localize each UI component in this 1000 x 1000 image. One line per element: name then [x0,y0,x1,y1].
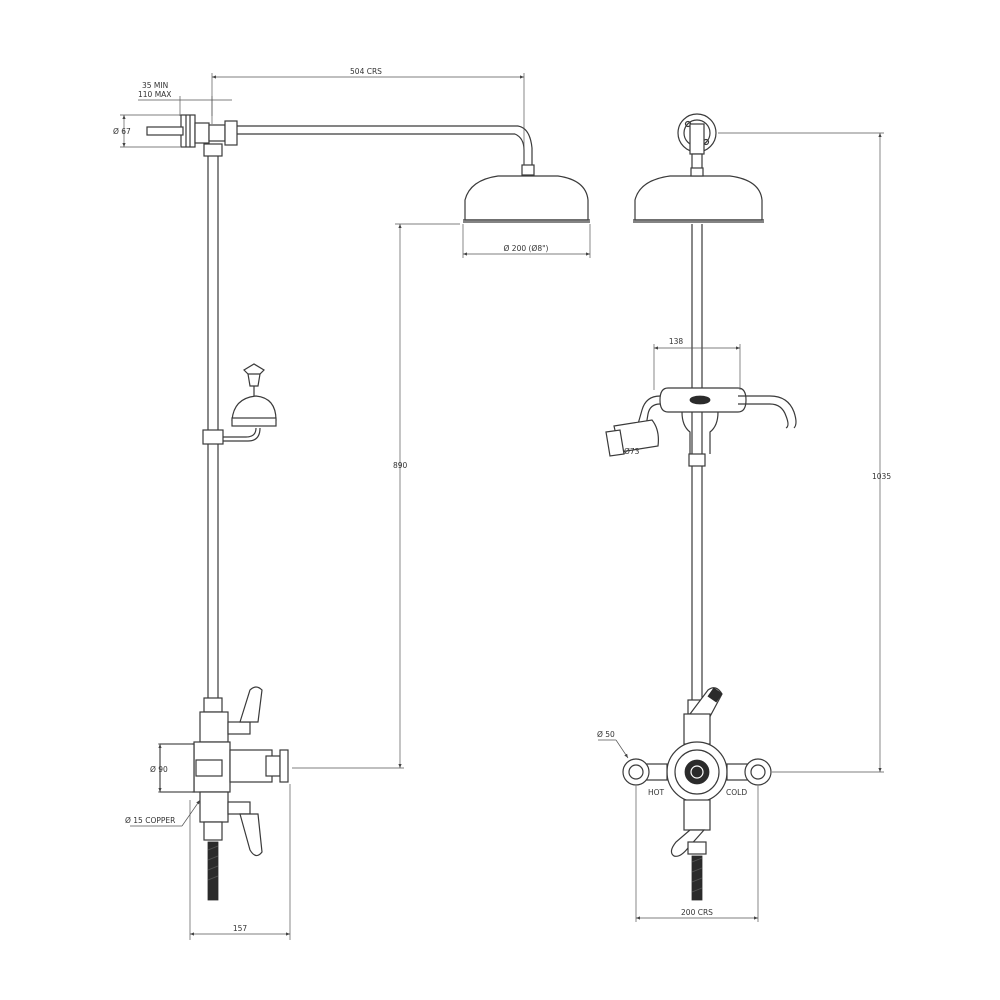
shower-head-front [633,167,764,223]
dim-15-copper: Ø 15 COPPER [125,816,175,825]
dim-138: 138 [669,337,684,346]
dimensions-side [120,73,591,940]
dimensions-front [598,132,884,922]
wall-bracket [146,114,238,148]
dim-dia-73: Ø73 [624,447,640,456]
handset-front [605,387,797,457]
riser-pipe-front [688,224,706,700]
shower-head-side [463,175,590,223]
dim-dia-90: Ø 90 [150,765,168,774]
valve-front [622,687,772,901]
dim-890: 890 [393,461,408,470]
side-view [120,73,591,940]
dimension-labels: 504 CRS 35 MIN 110 MAX Ø 67 Ø 200 (Ø8") … [113,67,891,933]
handset-side [223,363,277,442]
label-hot: HOT [648,788,665,797]
dim-dia-50: Ø 50 [597,730,615,739]
label-cold: COLD [726,788,747,797]
riser-pipe-side [202,143,224,713]
dim-157: 157 [233,924,248,933]
wall-mount-front [677,113,717,173]
dim-35-min: 35 MIN [142,81,168,90]
valve-side [159,686,289,901]
dim-110-max: 110 MAX [138,90,171,99]
dim-504-crs: 504 CRS [350,67,382,76]
dim-1035: 1035 [872,472,891,481]
dim-dia-67: Ø 67 [113,127,131,136]
dim-200-crs: 200 CRS [681,908,713,917]
shower-arm [237,125,535,176]
front-view [598,113,884,922]
dim-dia-200: Ø 200 (Ø8") [504,244,549,253]
